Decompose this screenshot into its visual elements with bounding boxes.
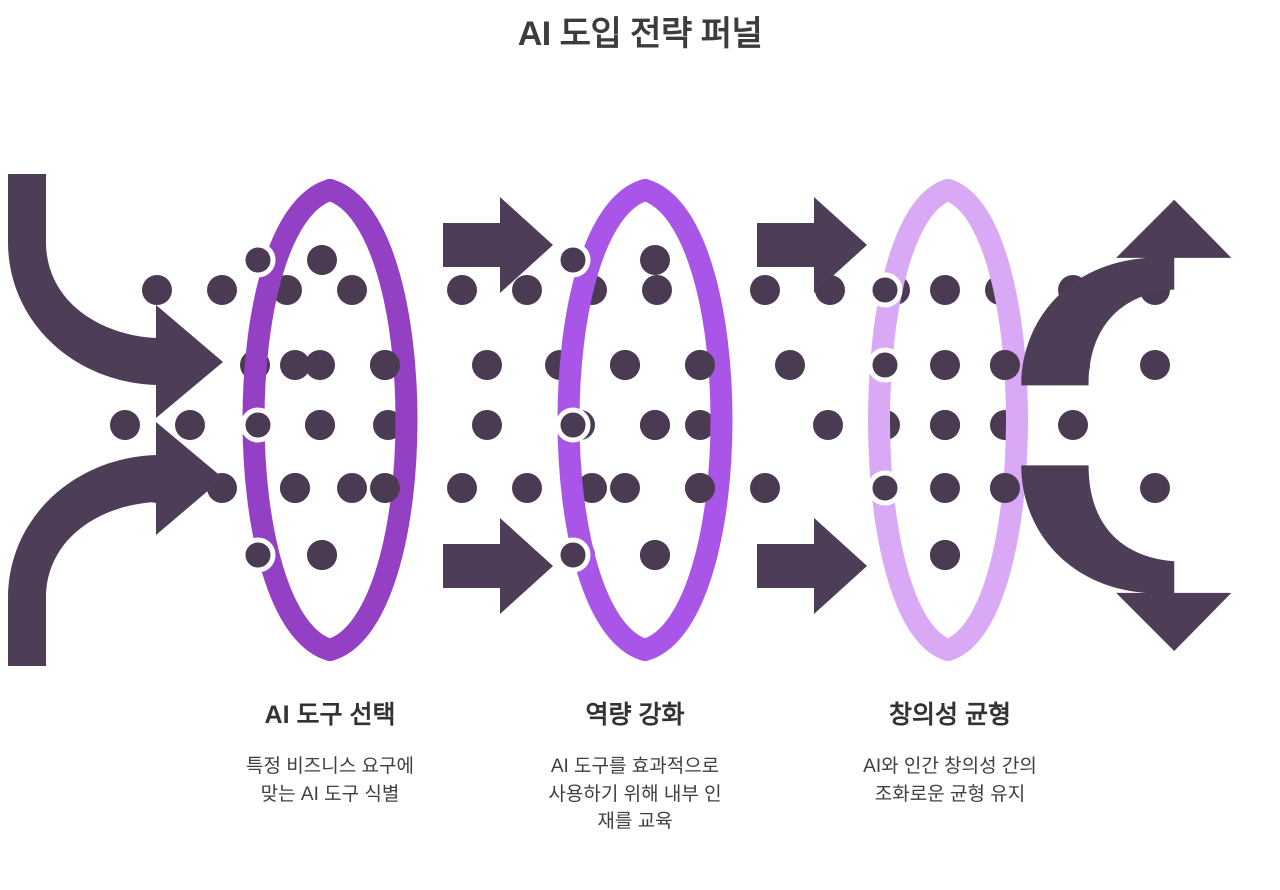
dot — [307, 245, 337, 275]
flow-arrow-1-top — [443, 197, 553, 293]
stage-description-2-line-1: AI 도구를 효과적으로 — [550, 756, 720, 778]
dot — [305, 410, 335, 440]
stage-caption-3: 창의성 균형 AI와 인간 창의성 간의 조화로운 균형 유지 — [790, 700, 1110, 808]
dot — [640, 410, 670, 440]
dot — [110, 410, 140, 440]
flow-arrow-2-bottom-fix — [757, 518, 867, 614]
captured-dot — [240, 242, 276, 278]
dot — [370, 350, 400, 380]
ring-3-inner-dots — [930, 275, 1020, 570]
dot — [990, 350, 1020, 380]
flow-arrow-1-bottom — [443, 518, 553, 614]
dot — [685, 473, 715, 503]
ring-1-back-arc — [319, 179, 418, 661]
dot — [750, 275, 780, 305]
dot — [472, 350, 502, 380]
dot — [447, 275, 477, 305]
ring-2-inner-dots — [610, 245, 715, 570]
dot — [930, 275, 960, 305]
page-title: AI 도입 전략 퍼널 — [517, 15, 763, 53]
stage-description-3-line-2: 조화로운 균형 유지 — [874, 783, 1026, 805]
captured-dot — [555, 537, 591, 573]
ring-1-inner-dots — [280, 245, 400, 570]
dot — [640, 245, 670, 275]
stage-description-2: AI 도구를 효과적으로 사용하기 위해 내부 인 재를 교육 — [490, 753, 780, 836]
dot — [1140, 350, 1170, 380]
ring-2-captured-dots — [555, 242, 591, 573]
stage-description-2-line-3: 재를 교육 — [597, 811, 673, 833]
dot — [472, 410, 502, 440]
dot — [512, 275, 542, 305]
ring-2-back-arc — [634, 179, 733, 661]
dot — [280, 350, 310, 380]
dot — [990, 473, 1020, 503]
dot — [1058, 410, 1088, 440]
dot — [577, 473, 607, 503]
dot — [1140, 473, 1170, 503]
stage-caption-2: 역량 강화 AI 도구를 효과적으로 사용하기 위해 내부 인 재를 교육 — [490, 700, 780, 836]
dot — [813, 410, 843, 440]
stage-caption-1: AI 도구 선택 특정 비즈니스 요구에 맞는 AI 도구 식별 — [175, 700, 485, 808]
dot — [930, 410, 960, 440]
stage-captions: AI 도구 선택 특정 비즈니스 요구에 맞는 AI 도구 식별 역량 강화 A… — [0, 700, 1280, 890]
dot — [930, 350, 960, 380]
inbound-top-arrow — [8, 174, 223, 418]
stage-description-3: AI와 인간 창의성 간의 조화로운 균형 유지 — [790, 753, 1110, 808]
dot — [775, 350, 805, 380]
ring-3-back-arc — [937, 179, 1028, 661]
dot — [640, 540, 670, 570]
inbound-bottom-arrow — [8, 422, 223, 666]
stage-title-1: AI 도구 선택 — [264, 701, 396, 729]
dot — [930, 473, 960, 503]
ring-3-front-arc — [868, 179, 959, 661]
dot — [512, 473, 542, 503]
stage-description-3-line-1: AI와 인간 창의성 간의 — [863, 756, 1037, 778]
dot — [305, 350, 335, 380]
dot — [307, 540, 337, 570]
funnel-diagram — [8, 174, 1232, 666]
dot — [685, 350, 715, 380]
stage-description-1-line-2: 맞는 AI 도구 식별 — [260, 783, 400, 805]
ring-1-captured-dots — [240, 242, 276, 573]
captured-dot — [240, 407, 276, 443]
stage-description-1-line-1: 특정 비즈니스 요구에 — [246, 756, 414, 778]
flow-arrow-2-top — [757, 197, 867, 293]
dot — [337, 275, 367, 305]
dot — [142, 275, 172, 305]
dot — [610, 350, 640, 380]
stage-description-2-line-2: 사용하기 위해 내부 인 — [548, 783, 722, 805]
captured-dot — [555, 242, 591, 278]
dot — [370, 473, 400, 503]
dot — [280, 473, 310, 503]
dot — [337, 473, 367, 503]
captured-dot — [867, 347, 903, 383]
dot — [930, 540, 960, 570]
captured-dot — [867, 470, 903, 506]
dot — [175, 410, 205, 440]
captured-dot — [555, 407, 591, 443]
stage-title-2: 역량 강화 — [585, 701, 685, 729]
funnel-ring-3 — [868, 179, 1028, 661]
outbound-bottom-arrow — [1021, 465, 1232, 652]
dot — [610, 473, 640, 503]
stage-title-3: 창의성 균형 — [889, 701, 1011, 729]
captured-dot — [867, 272, 903, 308]
captured-dot — [240, 537, 276, 573]
outbound-top-arrow — [1021, 199, 1232, 386]
dot — [447, 473, 477, 503]
dot — [750, 473, 780, 503]
dot — [685, 410, 715, 440]
dot — [642, 275, 672, 305]
stage-description-1: 특정 비즈니스 요구에 맞는 AI 도구 식별 — [175, 753, 485, 808]
dot — [207, 275, 237, 305]
ring-3-captured-dots — [867, 272, 903, 506]
